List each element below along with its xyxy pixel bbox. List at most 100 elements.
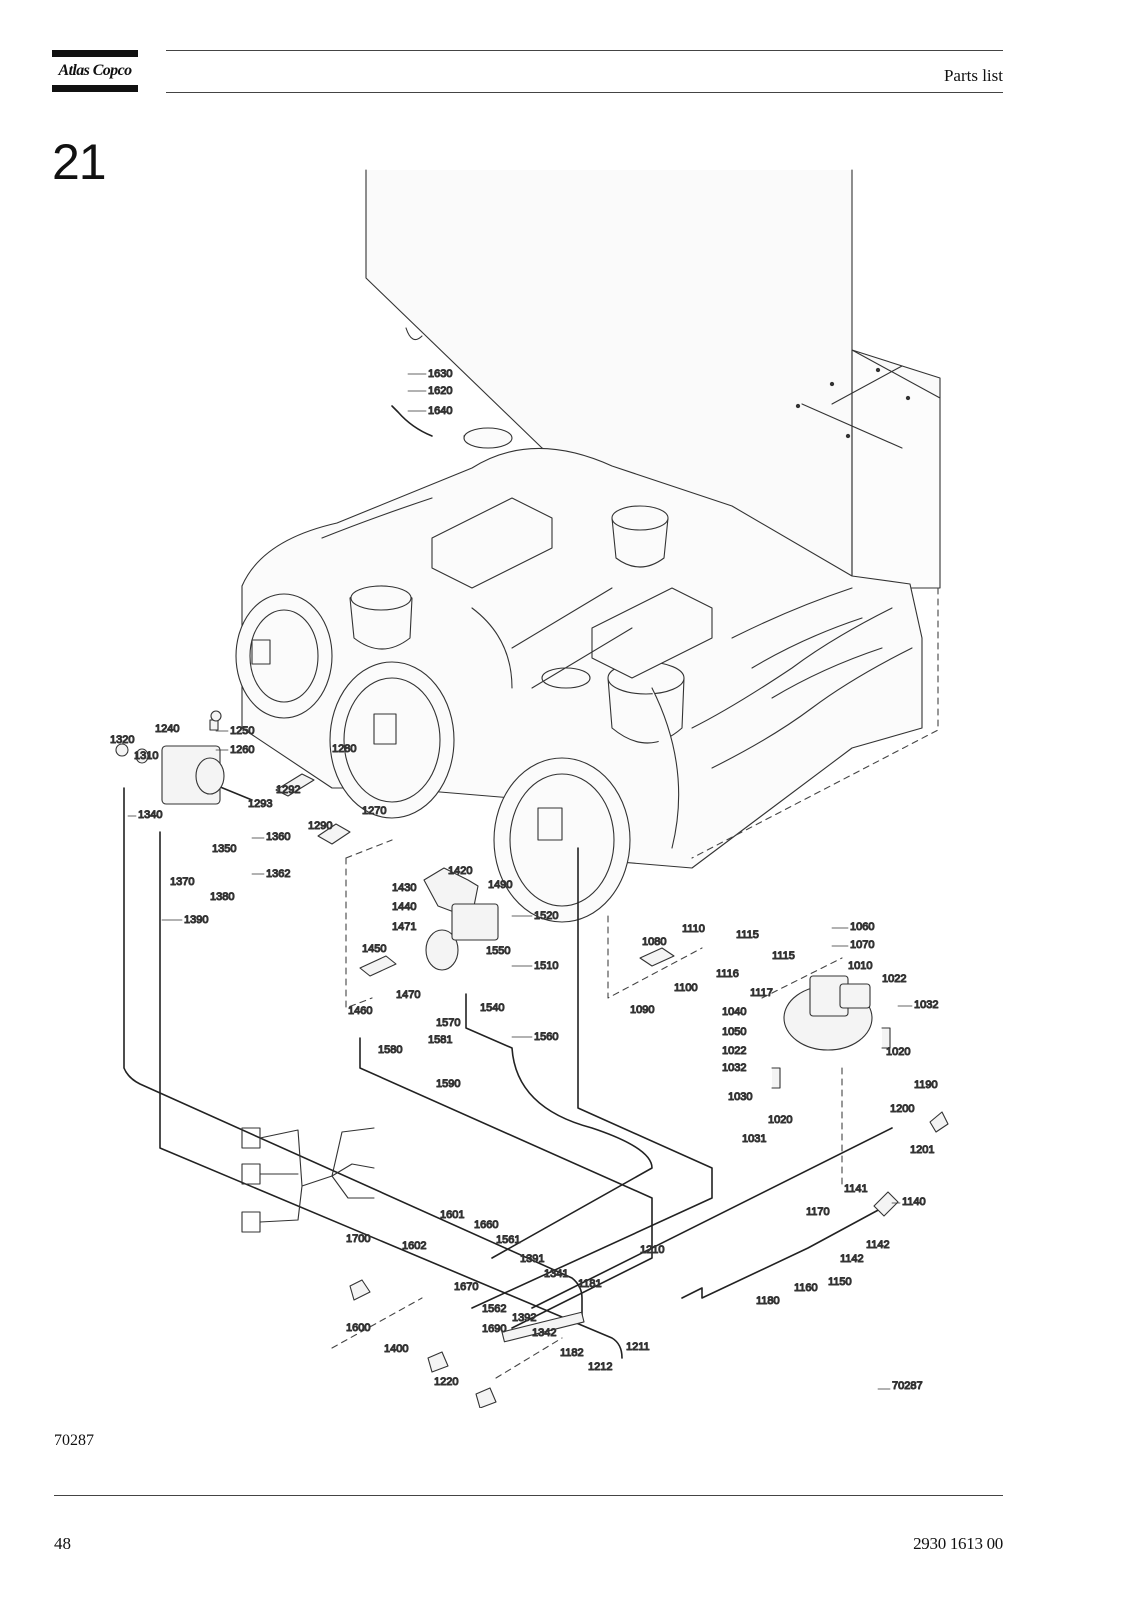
callout-1293: 1293 xyxy=(248,798,272,810)
callout-1601: 1601 xyxy=(440,1209,464,1221)
logo-bar-top xyxy=(52,50,138,57)
callout-1700: 1700 xyxy=(346,1233,370,1245)
callout-1640: 1640 xyxy=(428,405,452,417)
callout-1240: 1240 xyxy=(155,723,179,735)
callout-1201: 1201 xyxy=(910,1144,934,1156)
brand-logo: Atlas Copco xyxy=(52,50,138,92)
callout-1560: 1560 xyxy=(534,1031,558,1043)
callout-1032-b: 1032 xyxy=(722,1062,746,1074)
callout-1460: 1460 xyxy=(348,1005,372,1017)
callout-1370: 1370 xyxy=(170,876,194,888)
callout-1630: 1630 xyxy=(428,368,452,380)
callout-1660: 1660 xyxy=(474,1219,498,1231)
dashed-assembly-outlines xyxy=(331,587,939,1379)
sensor-pipes xyxy=(123,405,893,1359)
callout-1590: 1590 xyxy=(436,1078,460,1090)
callout-1471: 1471 xyxy=(392,921,416,933)
callout-1020-b: 1020 xyxy=(768,1114,792,1126)
callout-1270: 1270 xyxy=(362,805,386,817)
callout-1550: 1550 xyxy=(486,945,510,957)
callout-1342: 1342 xyxy=(532,1327,556,1339)
callout-1032: 1032 xyxy=(914,999,938,1011)
logo-text: Atlas Copco xyxy=(58,62,133,79)
callout-1340: 1340 xyxy=(138,809,162,821)
callout-1080: 1080 xyxy=(642,936,666,948)
callout-1070: 1070 xyxy=(850,939,874,951)
callout-1030: 1030 xyxy=(728,1091,752,1103)
callout-1022: 1022 xyxy=(882,973,906,985)
callout-1115: 1115 xyxy=(736,929,759,941)
callout-1310: 1310 xyxy=(134,750,158,762)
callout-1670: 1670 xyxy=(454,1281,478,1293)
leader-lines xyxy=(127,373,913,1390)
callout-1050: 1050 xyxy=(722,1026,746,1038)
callout-1520: 1520 xyxy=(534,910,558,922)
callout-1200: 1200 xyxy=(890,1103,914,1115)
callout-1581: 1581 xyxy=(428,1034,452,1046)
callout-1540: 1540 xyxy=(480,1002,504,1014)
callout-1182: 1182 xyxy=(560,1347,584,1359)
callout-1170: 1170 xyxy=(806,1206,830,1218)
callout-labels: 1630 1620 1640 1240 1250 1260 1320 1310 … xyxy=(109,367,939,1392)
callout-1260: 1260 xyxy=(230,744,254,756)
callout-1400: 1400 xyxy=(384,1343,408,1355)
callout-1350: 1350 xyxy=(212,843,236,855)
callout-1380: 1380 xyxy=(210,891,234,903)
drawing-number-inside: 70287 xyxy=(892,1380,923,1392)
callout-1490: 1490 xyxy=(488,879,512,891)
page-number: 48 xyxy=(54,1534,71,1553)
callout-1060: 1060 xyxy=(850,921,874,933)
callout-1115-b: 1115 xyxy=(772,950,795,962)
callout-1620: 1620 xyxy=(428,385,452,397)
header-rule-top xyxy=(166,50,1003,51)
callout-1360: 1360 xyxy=(266,831,290,843)
callout-1450: 1450 xyxy=(362,943,386,955)
callout-1292: 1292 xyxy=(276,784,300,796)
callout-1022-b: 1022 xyxy=(722,1045,746,1057)
callout-1510: 1510 xyxy=(534,960,558,972)
small-parts xyxy=(115,710,949,1408)
section-number: 21 xyxy=(52,134,107,190)
callout-1690: 1690 xyxy=(482,1323,506,1335)
callout-1390: 1390 xyxy=(184,914,208,926)
callout-1211: 1211 xyxy=(626,1341,650,1353)
callout-1580: 1580 xyxy=(378,1044,402,1056)
callout-1140: 1140 xyxy=(902,1196,926,1208)
header-rule-bottom xyxy=(166,92,1003,93)
callout-1160: 1160 xyxy=(794,1282,818,1294)
callout-1362: 1362 xyxy=(266,868,290,880)
callout-1180: 1180 xyxy=(756,1295,780,1307)
callout-1150: 1150 xyxy=(828,1276,852,1288)
compressor-block xyxy=(235,427,923,923)
figure-id: 70287 xyxy=(54,1432,94,1449)
callout-1181: 1181 xyxy=(578,1278,602,1290)
callout-1561: 1561 xyxy=(496,1234,520,1246)
callout-1141: 1141 xyxy=(844,1183,868,1195)
callout-1320: 1320 xyxy=(110,734,134,746)
callout-1010: 1010 xyxy=(848,960,872,972)
callout-1210: 1210 xyxy=(640,1244,664,1256)
logo-bar-bottom xyxy=(52,85,138,92)
callout-1212: 1212 xyxy=(588,1361,612,1373)
callout-1341: 1341 xyxy=(544,1268,568,1280)
callout-1570: 1570 xyxy=(436,1017,460,1029)
callout-1142-b: 1142 xyxy=(866,1239,890,1251)
cooler-housing xyxy=(365,169,941,589)
callout-1600: 1600 xyxy=(346,1322,370,1334)
callout-1562: 1562 xyxy=(482,1303,506,1315)
callout-1090: 1090 xyxy=(630,1004,654,1016)
callout-1110: 1110 xyxy=(682,923,705,935)
callout-1430: 1430 xyxy=(392,882,416,894)
callout-1117: 1117 xyxy=(750,987,773,999)
callout-1602: 1602 xyxy=(402,1240,426,1252)
exploded-parts-drawing: 1630 1620 1640 1240 1250 1260 1320 1310 … xyxy=(92,168,962,1408)
callout-1040: 1040 xyxy=(722,1006,746,1018)
callout-1250: 1250 xyxy=(230,725,254,737)
callout-1470: 1470 xyxy=(396,989,420,1001)
callout-1392: 1392 xyxy=(512,1312,536,1324)
callout-1420: 1420 xyxy=(448,865,472,877)
callout-1190: 1190 xyxy=(914,1079,938,1091)
callout-1290: 1290 xyxy=(308,820,332,832)
callout-1280: 1280 xyxy=(332,743,356,755)
wiring-harness xyxy=(241,1127,375,1233)
